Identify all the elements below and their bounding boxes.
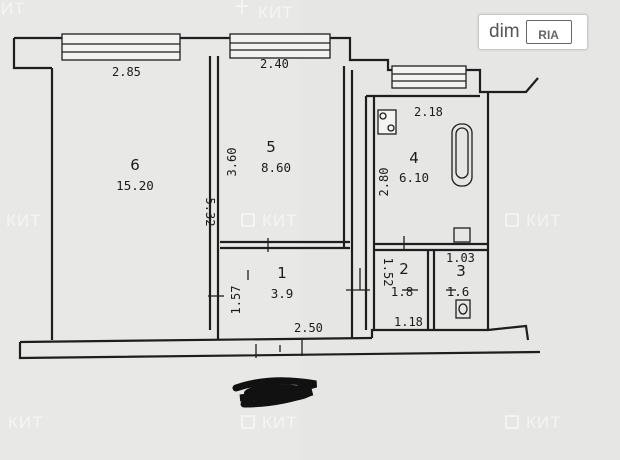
room-6-area: 15.20 [116,178,154,193]
watermark-text: КИТ [262,211,298,230]
watermark-text: КИТ [262,413,298,432]
room-4-area: 6.10 [399,170,429,185]
room-2-number: 2 [399,260,409,278]
outer-walls [12,36,541,360]
dim-room4-width: 2.18 [414,105,443,119]
dim-left-depth: 5.32 [203,198,217,227]
watermark-text: КИТ [526,413,562,432]
watermark-text: КИТ [526,211,562,230]
dim-room4-depth: 2.80 [377,168,391,197]
watermark-text: КИТ [6,211,42,230]
watermark-text: КИТ [0,0,26,18]
dim-hall-depth: 1.57 [229,286,243,315]
dim-wc-width: 1.18 [394,315,423,329]
badge-sub-text: RIA [538,28,559,42]
watermark-text: КИТ [258,3,294,22]
dim-room6-width: 2.85 [112,65,141,79]
dim-wc-depth: 1.52 [381,258,395,287]
dim-room5-depth: 3.60 [225,148,239,177]
room-6-number: 6 [130,156,140,174]
badge-logo-text: dim [489,21,520,42]
fixtures [208,109,473,358]
watermark-group: КИТ КИТ КИТ КИТ КИТ КИТ КИТ КИТ [0,0,562,432]
room-2-area: 1.8 [391,284,414,299]
room-3-number: 3 [456,262,466,280]
badge-ria-box: RIA [525,20,572,44]
watermark-logo-icon [236,0,519,429]
redaction-mark [232,377,318,408]
dim-room5-width: 2.40 [260,57,289,71]
windows [61,33,467,89]
room-5-number: 5 [266,138,276,156]
room-1-number: 1 [277,264,287,282]
room-4-number: 4 [409,149,419,167]
room-5-area: 8.60 [261,160,291,175]
dim-bath-width: 1.03 [446,251,475,265]
room-3-area: 1.6 [447,284,470,299]
watermark-text: КИТ [8,413,44,432]
room-1-area: 3.9 [271,286,294,301]
dimria-badge: dim RIA [478,14,588,50]
dim-hall-width: 2.50 [294,321,323,335]
